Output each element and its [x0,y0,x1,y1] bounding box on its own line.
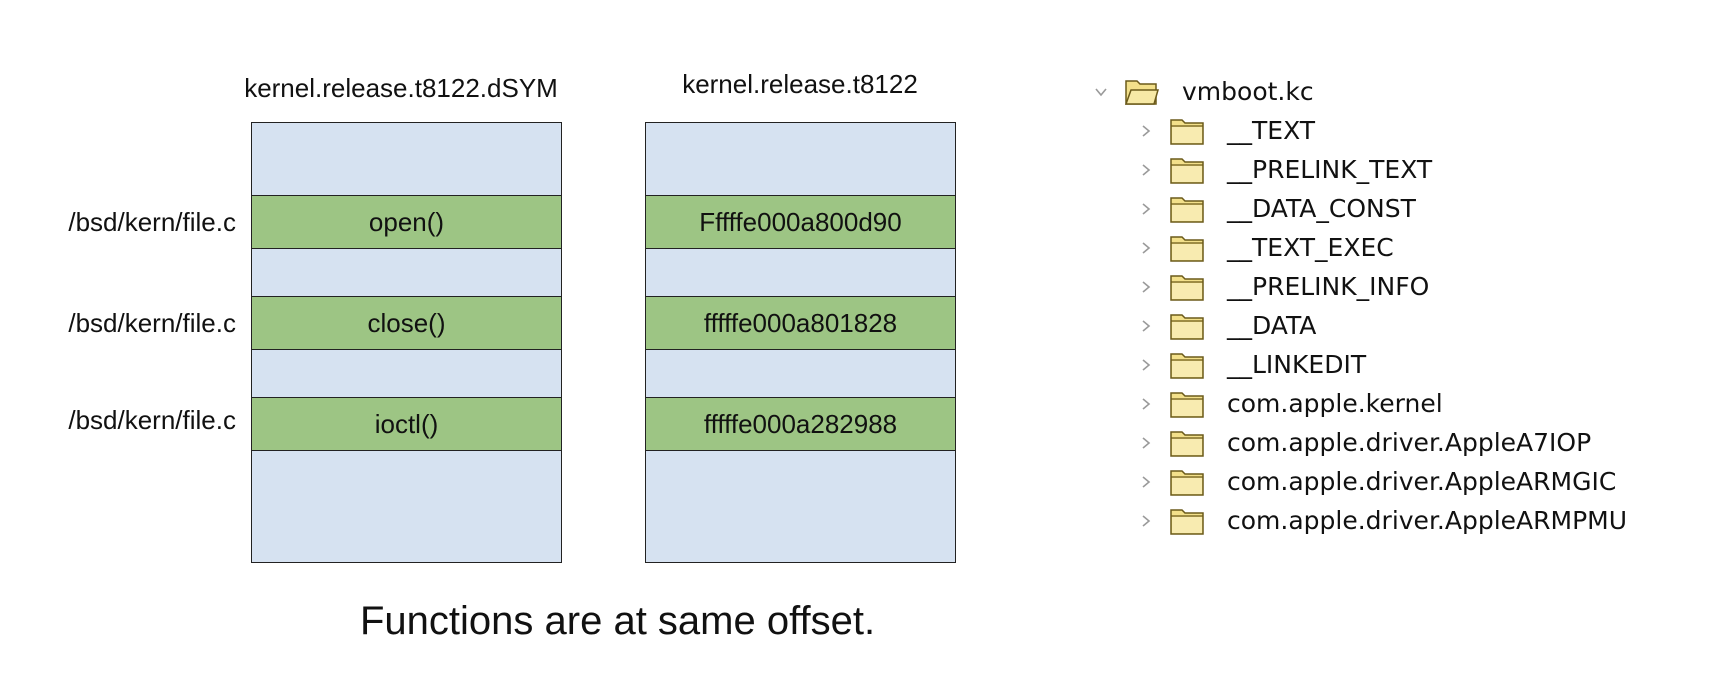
column-title-dsym: kernel.release.t8122.dSYM [244,73,558,103]
tree-item[interactable]: __LINKEDIT [1090,345,1710,384]
tree-item-label: __DATA_CONST [1227,194,1416,223]
folder-icon [1169,350,1205,380]
row-label-ioctl: /bsd/kern/file.c [68,405,236,435]
tree-item[interactable]: __DATA [1090,306,1710,345]
tree-item[interactable]: __TEXT [1090,111,1710,150]
tree-item[interactable]: __TEXT_EXEC [1090,228,1710,267]
tree-item[interactable]: com.apple.kernel [1090,384,1710,423]
tree-item-label: __DATA [1227,311,1317,340]
chevron-right-icon[interactable] [1135,471,1157,493]
chevron-right-icon[interactable] [1135,159,1157,181]
kernel-block-ioctl-label: fffffe000a282988 [703,408,898,439]
chevron-right-icon[interactable] [1135,354,1157,376]
dsym-block-ioctl-label: ioctl() [374,408,439,439]
file-tree: vmboot.kc __TEXT __PRELINK_TEXT __DATA_CON… [1090,72,1710,540]
folder-open-icon [1124,77,1160,107]
tree-item[interactable]: __DATA_CONST [1090,189,1710,228]
tree-item-label: __TEXT_EXEC [1227,233,1394,262]
tree-item-label: com.apple.driver.AppleARMPMU [1227,506,1628,535]
row-labels: /bsd/kern/file.c /bsd/kern/file.c /bsd/k… [0,0,236,684]
tree-item-label: com.apple.driver.AppleARMGIC [1227,467,1617,496]
folder-icon [1169,428,1205,458]
tree-item-label: com.apple.driver.AppleA7IOP [1227,428,1592,457]
chevron-right-icon[interactable] [1135,393,1157,415]
tree-root-label: vmboot.kc [1182,77,1314,106]
folder-icon [1169,155,1205,185]
folder-icon [1169,311,1205,341]
chevron-right-icon[interactable] [1135,276,1157,298]
folder-icon [1169,506,1205,536]
row-label-close: /bsd/kern/file.c [68,308,236,338]
chevron-right-icon[interactable] [1135,432,1157,454]
tree-item-label: __PRELINK_INFO [1227,272,1430,301]
dsym-block-close-label: close() [367,307,446,338]
tree-item-label: __PRELINK_TEXT [1227,155,1433,184]
tree-item[interactable]: com.apple.driver.AppleA7IOP [1090,423,1710,462]
chevron-down-icon[interactable] [1090,81,1112,103]
dsym-column: open() close() ioctl() [251,122,562,563]
tree-item[interactable]: com.apple.driver.AppleARMPMU [1090,501,1710,540]
chevron-right-icon[interactable] [1135,120,1157,142]
kernel-block-open-label: Fffffe000a800d90 [699,206,902,237]
dsym-block-ioctl: ioctl() [252,397,561,451]
tree-item[interactable]: com.apple.driver.AppleARMGIC [1090,462,1710,501]
chevron-right-icon[interactable] [1135,198,1157,220]
tree-root-row[interactable]: vmboot.kc [1090,72,1710,111]
chevron-right-icon[interactable] [1135,237,1157,259]
folder-icon [1169,272,1205,302]
chevron-right-icon[interactable] [1135,510,1157,532]
row-label-open: /bsd/kern/file.c [68,207,236,237]
dsym-block-open: open() [252,195,561,249]
kernel-block-open: Fffffe000a800d90 [646,195,955,249]
tree-item-label: __TEXT [1227,116,1316,145]
kernel-block-close: fffffe000a801828 [646,296,955,350]
tree-item[interactable]: __PRELINK_INFO [1090,267,1710,306]
kernel-block-close-label: fffffe000a801828 [703,307,898,338]
folder-icon [1169,467,1205,497]
dsym-block-close: close() [252,296,561,350]
folder-icon [1169,116,1205,146]
tree-item-label: __LINKEDIT [1227,350,1367,379]
folder-icon [1169,233,1205,263]
dsym-block-open-label: open() [368,206,445,237]
tree-item-label: com.apple.kernel [1227,389,1443,418]
caption: Functions are at same offset. [360,599,876,643]
folder-icon [1169,194,1205,224]
folder-icon [1169,389,1205,419]
tree-item[interactable]: __PRELINK_TEXT [1090,150,1710,189]
kernel-column: Fffffe000a800d90 fffffe000a801828 fffffe… [645,122,956,563]
chevron-right-icon[interactable] [1135,315,1157,337]
column-title-kernel: kernel.release.t8122 [682,69,918,99]
kernel-block-ioctl: fffffe000a282988 [646,397,955,451]
